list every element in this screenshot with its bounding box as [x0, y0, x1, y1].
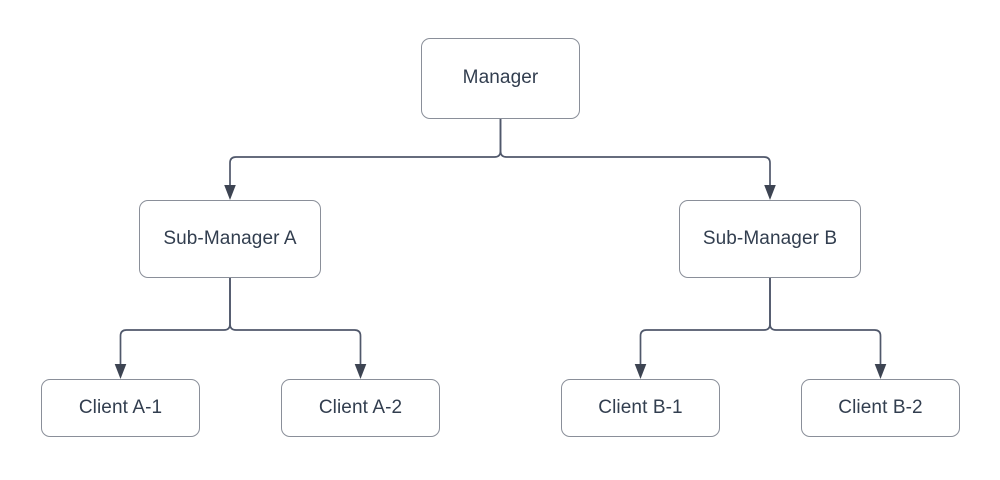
edge-sub-manager-b-to-client-b-2: [769, 278, 882, 367]
node-client-b-2[interactable]: Client B-2: [801, 379, 960, 437]
arrow-head-client-b-2: [874, 364, 887, 379]
edge-sub-manager-a-to-client-a-1: [119, 278, 231, 367]
arrow-head-client-a-1: [114, 364, 127, 379]
node-client-b-1-label: Client B-1: [598, 396, 683, 418]
node-sub-manager-b[interactable]: Sub-Manager B: [679, 200, 861, 278]
edge-sub-manager-a-to-client-a-2: [229, 278, 362, 367]
node-client-a-1-label: Client A-1: [78, 396, 163, 418]
node-client-a-2[interactable]: Client A-2: [281, 379, 440, 437]
node-client-b-2-label: Client B-2: [838, 396, 923, 418]
arrow-head-sub-manager-b: [764, 185, 776, 200]
node-client-a-2-label: Client A-2: [318, 396, 403, 418]
arrow-head-client-a-2: [354, 364, 367, 379]
edge-manager-to-sub-manager-a: [229, 119, 502, 188]
node-client-a-1[interactable]: Client A-1: [41, 379, 200, 437]
arrow-head-client-b-1: [634, 364, 647, 379]
node-manager-label: Manager: [462, 67, 539, 89]
arrow-head-sub-manager-a: [224, 185, 236, 200]
node-sub-manager-a-label: Sub-Manager A: [163, 227, 297, 249]
edge-manager-to-sub-manager-b: [499, 119, 771, 188]
node-sub-manager-b-label: Sub-Manager B: [702, 227, 838, 249]
node-client-b-1[interactable]: Client B-1: [561, 379, 720, 437]
node-manager[interactable]: Manager: [421, 38, 580, 119]
edge-sub-manager-b-to-client-b-1: [639, 278, 771, 367]
node-sub-manager-a[interactable]: Sub-Manager A: [139, 200, 321, 278]
